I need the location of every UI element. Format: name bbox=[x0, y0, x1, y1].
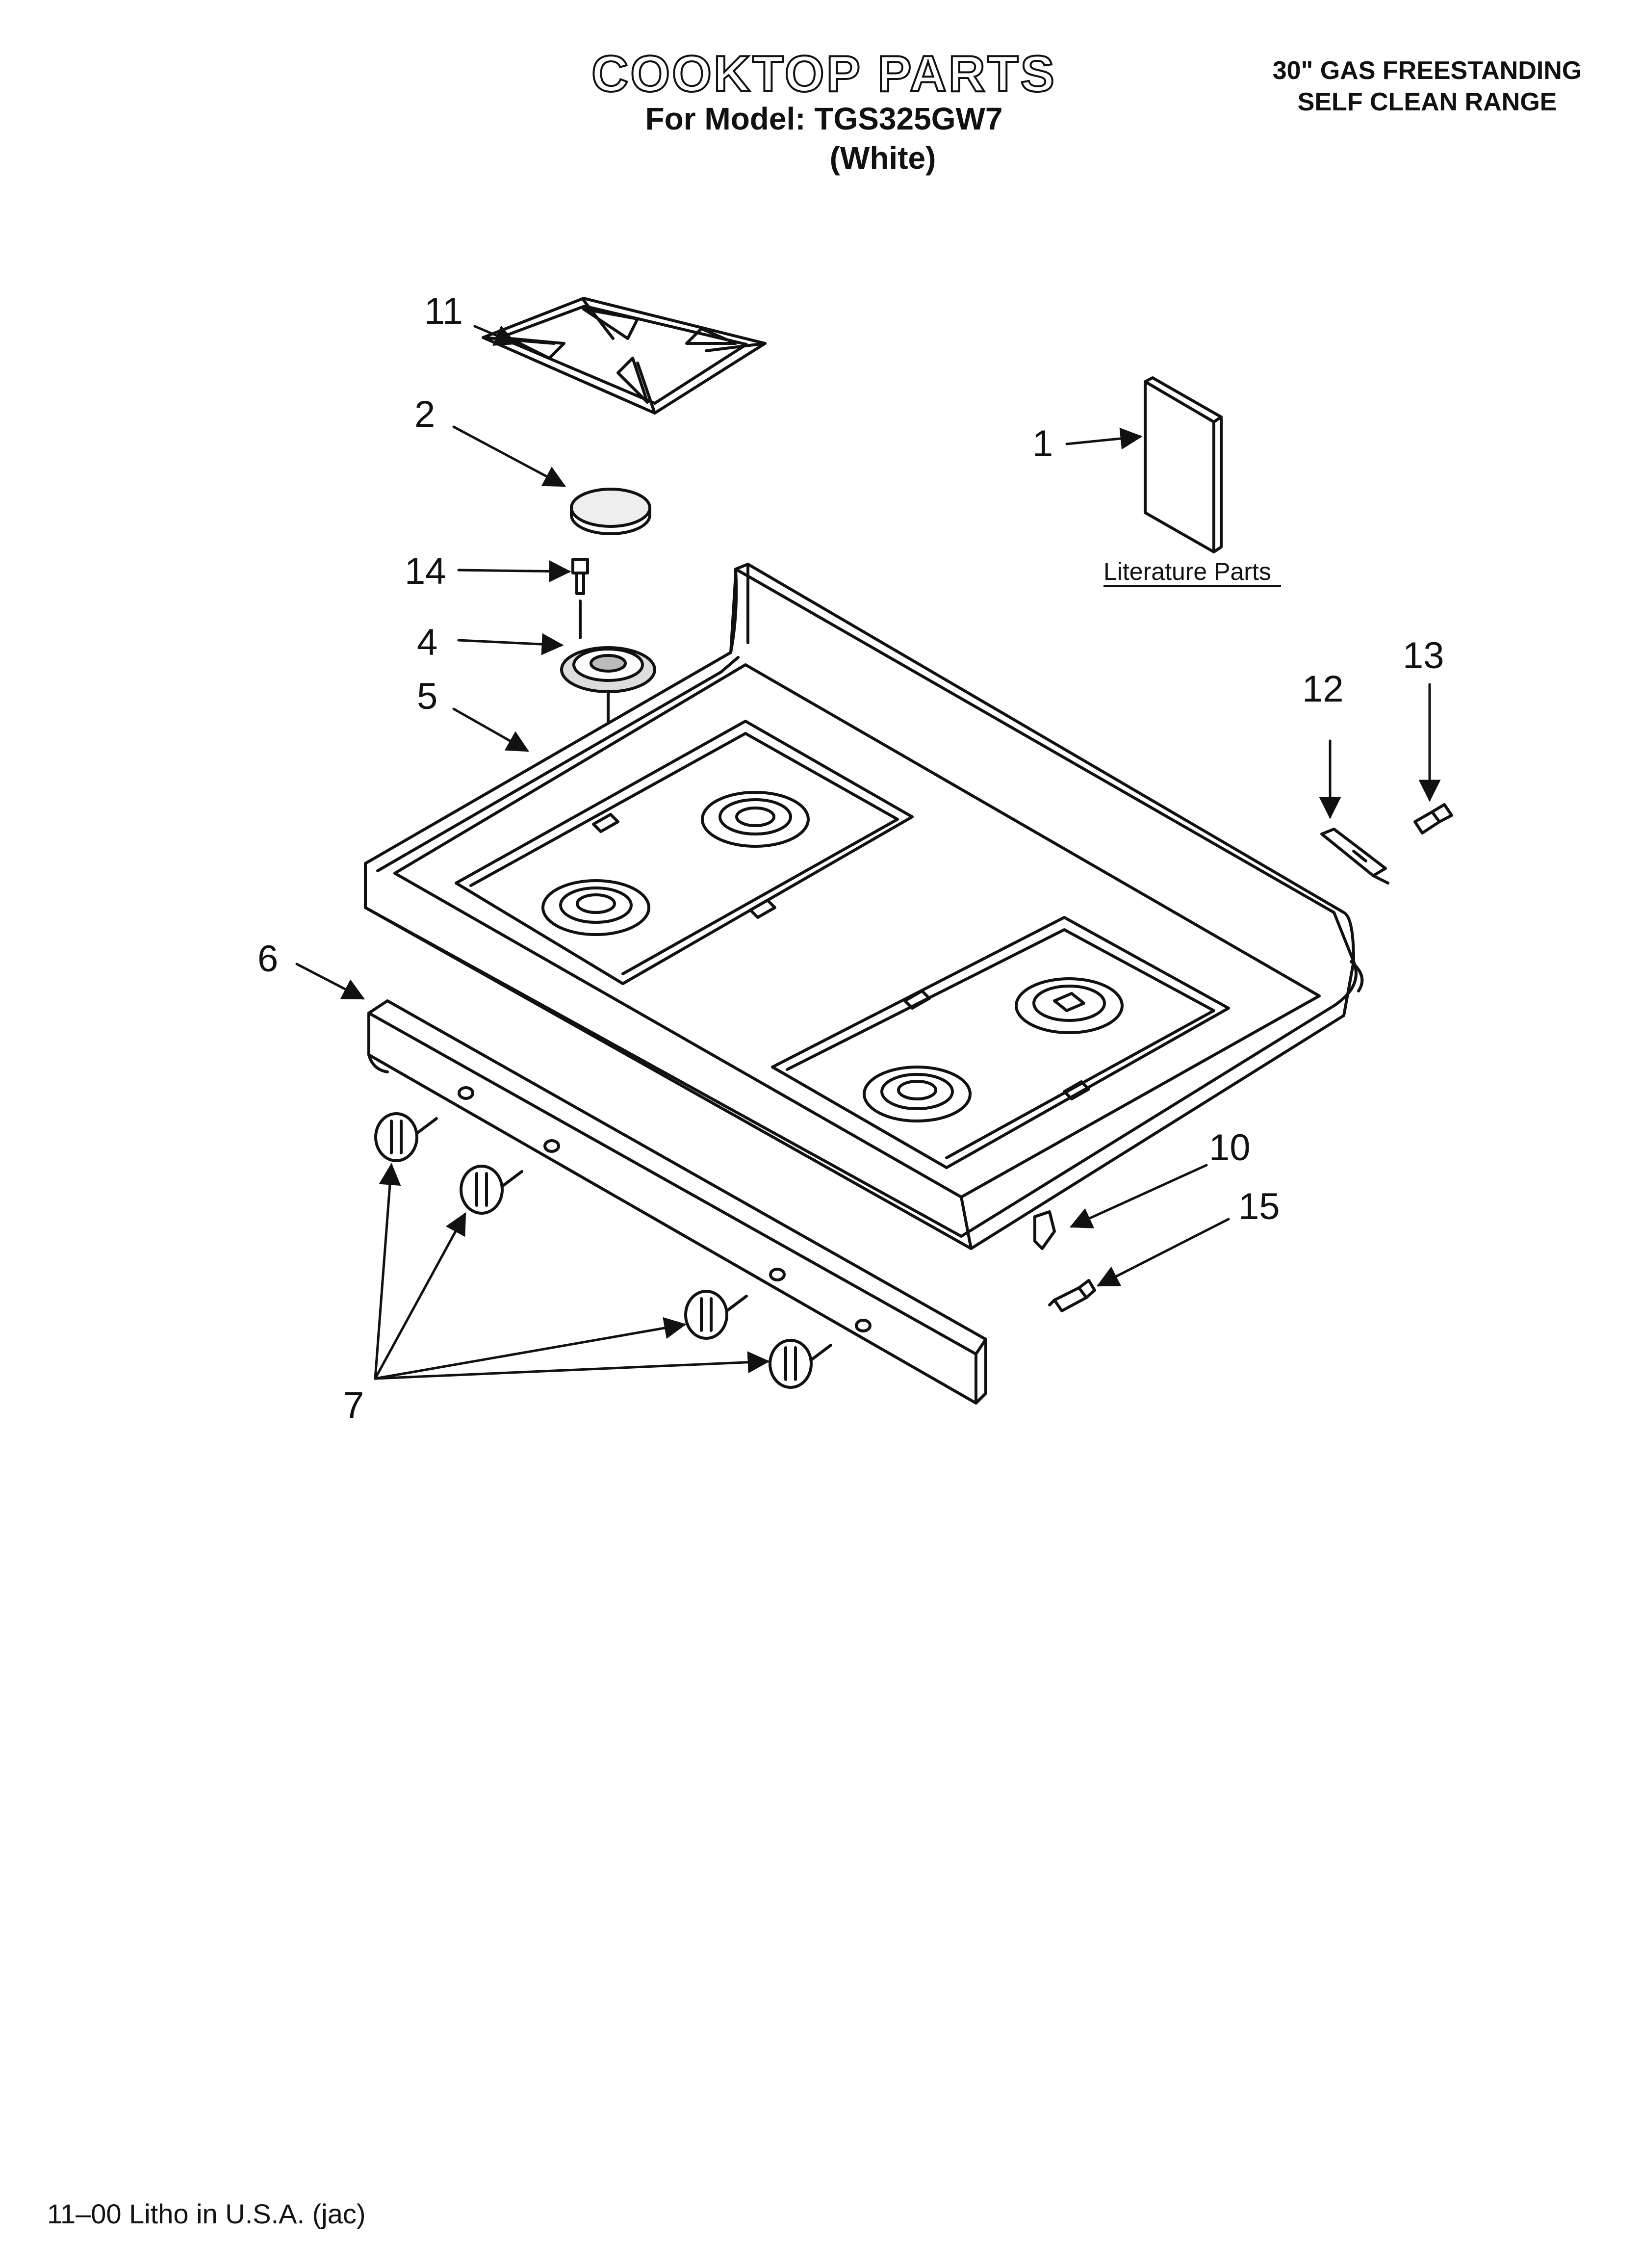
callout-1: 1 bbox=[1032, 423, 1053, 465]
range-description: 30" GAS FREESTANDING SELF CLEAN RANGE bbox=[1206, 55, 1642, 118]
leader-lines bbox=[295, 325, 1441, 1380]
burner-cap bbox=[570, 488, 651, 535]
panel-screw bbox=[1048, 1279, 1096, 1312]
control-panel bbox=[367, 999, 987, 1405]
callout-6: 6 bbox=[257, 938, 278, 980]
callout-2: 2 bbox=[414, 393, 435, 435]
callout-7: 7 bbox=[343, 1384, 364, 1426]
page-title: COOKTOP PARTS bbox=[590, 45, 1056, 104]
callout-14: 14 bbox=[405, 550, 446, 592]
model-number: For Model: TGS325GW7 bbox=[645, 101, 1003, 136]
model-finish: (White) bbox=[829, 140, 936, 176]
callout-5: 5 bbox=[417, 676, 437, 717]
callout-4: 4 bbox=[417, 622, 437, 663]
bracket-screw bbox=[1413, 803, 1453, 834]
callout-13: 13 bbox=[1403, 635, 1444, 677]
callout-15: 15 bbox=[1238, 1186, 1280, 1227]
range-line-2: SELF CLEAN RANGE bbox=[1297, 88, 1557, 116]
range-line-1: 30" GAS FREESTANDING bbox=[1272, 56, 1582, 85]
burner-grate bbox=[482, 297, 767, 415]
literature-parts-label: Literature Parts bbox=[1103, 558, 1271, 585]
callout-11: 11 bbox=[424, 290, 463, 332]
literature-booklet bbox=[1144, 376, 1223, 553]
callout-10: 10 bbox=[1209, 1127, 1251, 1169]
control-knobs bbox=[374, 1112, 832, 1389]
panel-clip bbox=[1033, 1210, 1056, 1250]
callout-12: 12 bbox=[1302, 668, 1344, 710]
mounting-bracket bbox=[1320, 828, 1389, 885]
cooktop-main-top bbox=[364, 563, 1364, 1250]
burner-screw bbox=[571, 558, 589, 639]
print-footer: 11–00 Litho in U.S.A. (jac) bbox=[47, 2198, 366, 2229]
